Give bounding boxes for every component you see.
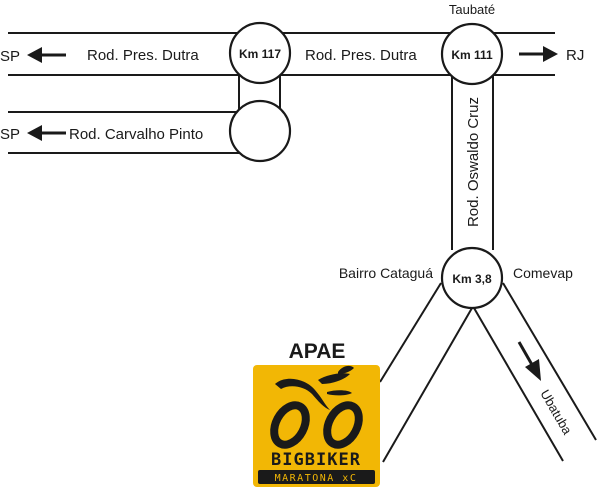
place-apae: APAE <box>289 340 346 363</box>
arrow-left-icon <box>27 125 66 141</box>
destination-sp-carvalho: SP <box>0 126 20 143</box>
place-taubate: Taubaté <box>449 2 495 17</box>
junction-km117 <box>228 21 292 85</box>
destination-sp-dutra: SP <box>0 48 20 65</box>
logo-subtitle: MARATONA xC <box>275 473 358 484</box>
junction-label-km111: Km 111 <box>451 48 493 62</box>
road-label-dutra-east: Rod. Pres. Dutra <box>305 47 417 64</box>
junction-carvalho <box>228 99 292 163</box>
logo-title: BIGBIKER <box>271 450 361 470</box>
junction-km38 <box>440 246 504 310</box>
road-right-outer <box>502 282 597 441</box>
destination-rj: RJ <box>566 47 584 64</box>
junction-km111 <box>440 22 504 86</box>
place-comevap: Comevap <box>513 265 573 281</box>
place-bairro-cataguá: Bairro Cataguá <box>339 265 433 281</box>
cyclist-icon <box>270 365 363 449</box>
road-left-inner <box>382 307 473 463</box>
junction-label-km38: Km 3,8 <box>452 272 492 286</box>
arrow-left-icon <box>27 47 66 63</box>
road-right-inner <box>473 307 564 462</box>
arrow-right-icon <box>519 46 558 62</box>
junction-label-km117: Km 117 <box>239 47 281 61</box>
bigbiker-logo: BIGBIKER MARATONA xC <box>253 365 380 487</box>
road-label-oswaldo-cruz: Rod. Oswaldo Cruz <box>465 97 482 227</box>
arrow-down-right-icon <box>517 341 541 381</box>
road-label-carvalho-pinto: Rod. Carvalho Pinto <box>69 126 203 143</box>
road-label-dutra-west: Rod. Pres. Dutra <box>87 47 199 64</box>
road-left-outer <box>379 282 442 383</box>
